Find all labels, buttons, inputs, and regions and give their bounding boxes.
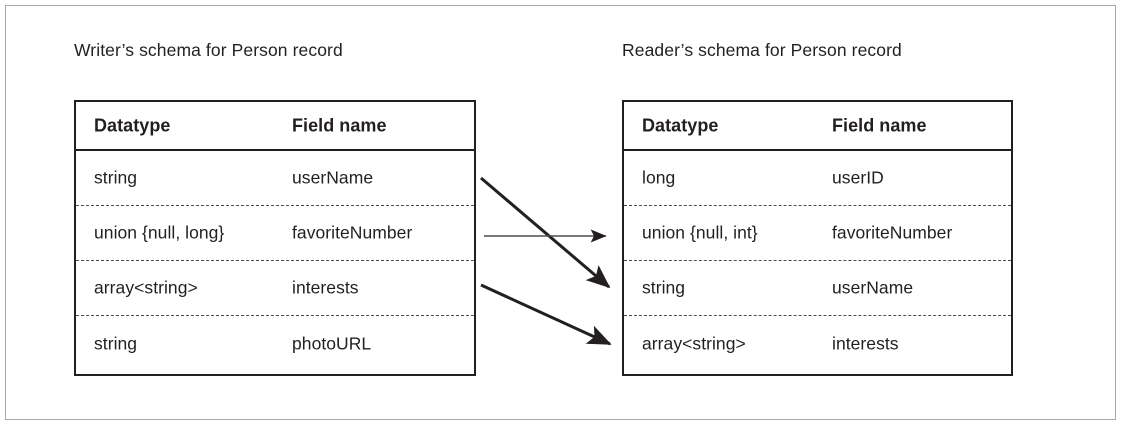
table-row: string userName (76, 151, 474, 206)
table-row: string userName (624, 261, 1011, 316)
cell-field-name: userName (832, 277, 914, 298)
writer-schema-caption: Writer’s schema for Person record (74, 40, 343, 60)
cell-datatype: long (642, 167, 676, 188)
table-row: array<string> interests (624, 316, 1011, 371)
reader-schema-table: Datatype Field name long userID union {n… (622, 100, 1013, 376)
cell-datatype: string (94, 333, 138, 353)
cell-datatype: string (642, 277, 686, 298)
reader-table-header-row: Datatype Field name (624, 102, 1011, 151)
cell-datatype: string (94, 167, 138, 188)
arrow-username-to-username (480, 176, 611, 289)
cell-field-name: interests (292, 277, 359, 298)
cell-field-name: photoURL (292, 333, 372, 353)
table-row: array<string> interests (76, 261, 474, 316)
table-row: union {null, int} favoriteNumber (624, 206, 1011, 261)
cell-field-name: interests (832, 333, 899, 353)
table-row: long userID (624, 151, 1011, 206)
cell-field-name: userID (832, 167, 884, 188)
reader-header-datatype: Datatype (642, 115, 719, 135)
table-row: union {null, long} favoriteNumber (76, 206, 474, 261)
cell-datatype: union {null, long} (94, 222, 225, 243)
writer-header-field-name: Field name (292, 115, 387, 135)
reader-table-body: long userID union {null, int} favoriteNu… (624, 151, 1011, 371)
table-row: string photoURL (76, 316, 474, 371)
writer-table-body: string userName union {null, long} favor… (76, 151, 474, 371)
reader-header-field-name: Field name (832, 115, 927, 135)
writer-schema-table: Datatype Field name string userName unio… (74, 100, 476, 376)
cell-datatype: union {null, int} (642, 222, 758, 243)
writer-table-header-row: Datatype Field name (76, 102, 474, 151)
cell-datatype: array<string> (642, 333, 746, 353)
cell-field-name: favoriteNumber (832, 222, 953, 243)
writer-header-datatype: Datatype (94, 115, 171, 135)
cell-datatype: array<string> (94, 277, 198, 298)
cell-field-name: favoriteNumber (292, 222, 413, 243)
reader-schema-caption: Reader’s schema for Person record (622, 40, 902, 60)
arrow-interests-to-interests (480, 283, 612, 346)
cell-field-name: userName (292, 167, 374, 188)
